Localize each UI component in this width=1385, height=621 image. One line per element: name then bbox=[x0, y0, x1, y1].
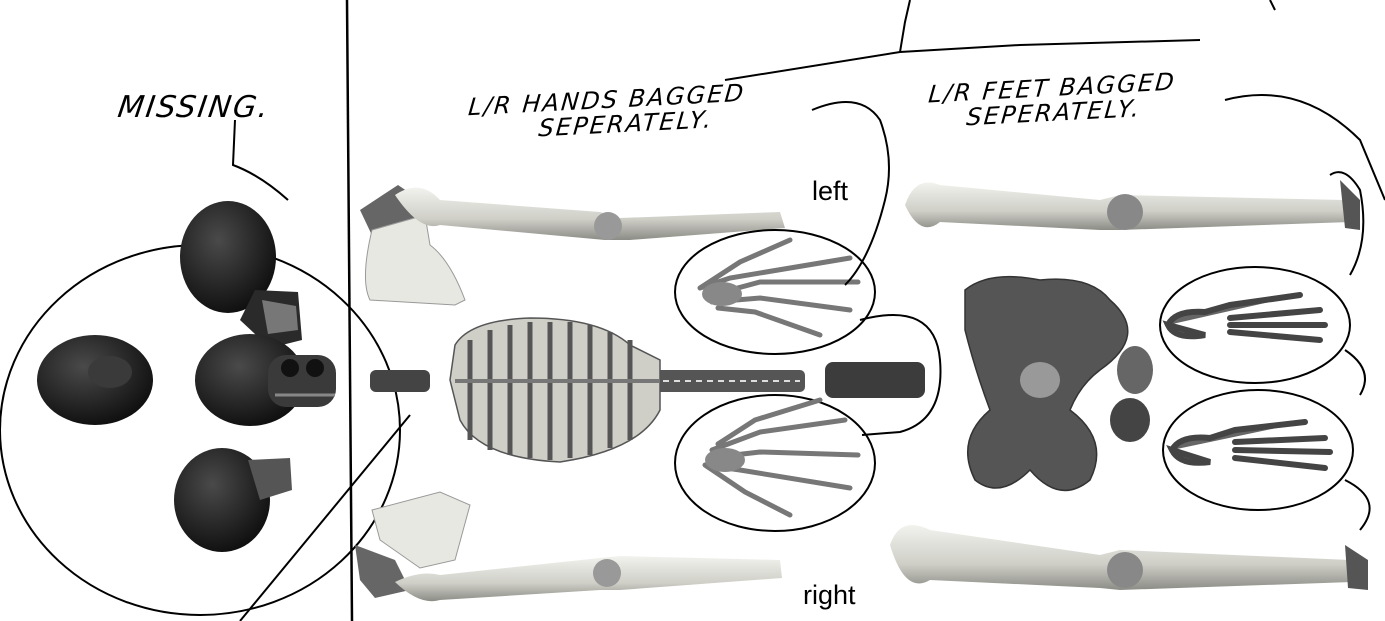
skull-top-left bbox=[37, 335, 153, 425]
right-side-label: right bbox=[803, 580, 856, 611]
right-hand-group bbox=[675, 395, 875, 531]
skull-front-center bbox=[195, 334, 336, 426]
right-leg bbox=[890, 525, 1368, 590]
right-foot-group bbox=[1163, 390, 1353, 510]
left-hand-group bbox=[675, 230, 875, 354]
left-leg bbox=[905, 180, 1360, 230]
bracket-stub bbox=[1270, 0, 1275, 10]
missing-skulls-group bbox=[0, 120, 400, 615]
ribcage bbox=[450, 318, 660, 462]
bracket-line bbox=[725, 0, 1200, 80]
missing-note: MISSING. bbox=[116, 92, 272, 124]
right-arm bbox=[355, 492, 782, 601]
skull-side-top bbox=[180, 201, 302, 348]
skull-side-bottom bbox=[174, 448, 292, 552]
left-foot-group bbox=[1160, 267, 1350, 383]
missing-pointer-line bbox=[233, 120, 288, 200]
pelvis bbox=[965, 277, 1153, 491]
divider-line bbox=[347, 0, 352, 621]
left-side-label: left bbox=[812, 176, 848, 207]
